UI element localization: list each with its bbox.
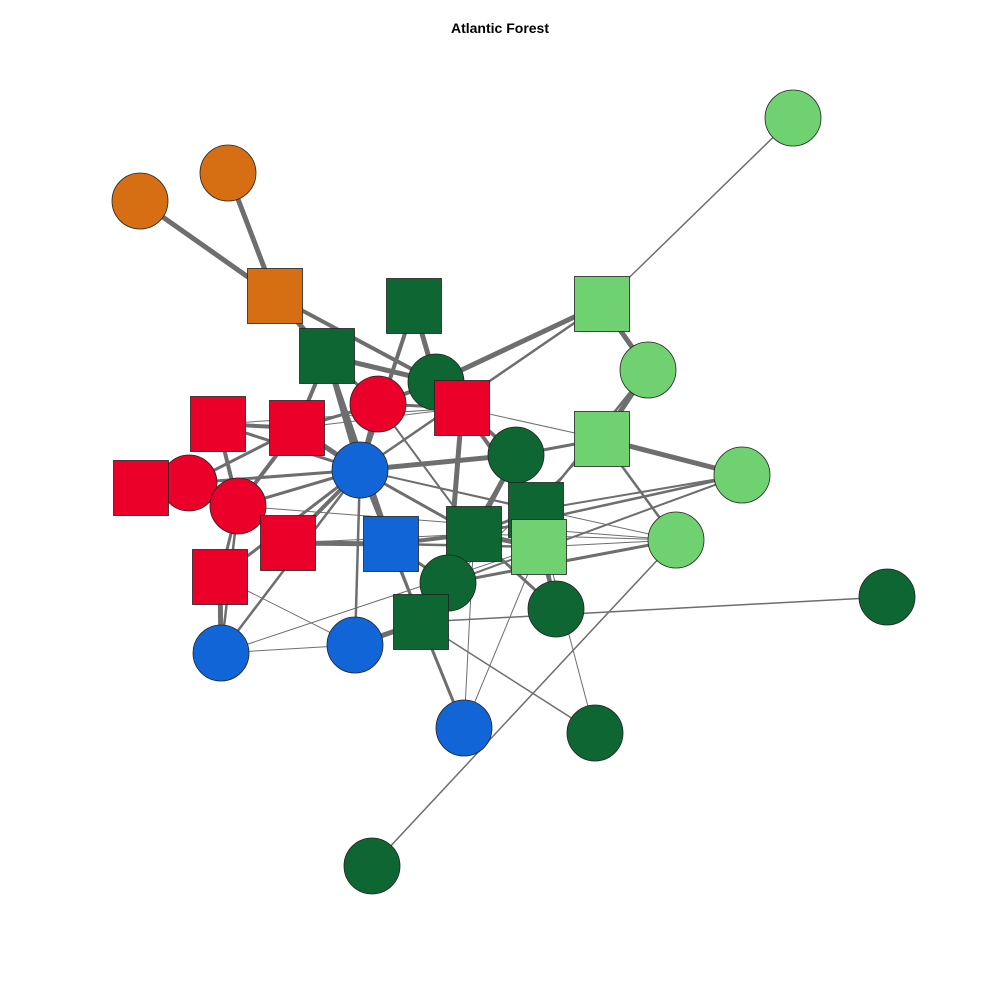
node-o2 xyxy=(199,144,257,202)
edge-dg_sq5-dg6 xyxy=(420,621,596,734)
node-dg_sq5 xyxy=(393,594,449,650)
node-dg_sq1 xyxy=(386,278,442,334)
node-lg_sq2 xyxy=(574,411,630,467)
node-r1 xyxy=(349,375,407,433)
edge-b2-lg_sq3 xyxy=(220,546,540,654)
node-lg_sq1 xyxy=(574,276,630,332)
node-r2 xyxy=(160,454,218,512)
chart-title: Atlantic Forest xyxy=(450,20,549,36)
node-dg7 xyxy=(343,837,401,895)
node-bsq xyxy=(363,516,419,572)
node-rsq1 xyxy=(190,396,246,452)
node-b1 xyxy=(331,441,389,499)
node-dg5 xyxy=(858,568,916,626)
node-lg1 xyxy=(764,89,822,147)
node-rsq3 xyxy=(434,380,490,436)
node-b2 xyxy=(192,624,250,682)
node-r3 xyxy=(209,477,267,535)
node-osq xyxy=(247,268,303,324)
edge-dg_sq4-b4 xyxy=(463,533,475,729)
edge-lg4-dg7 xyxy=(371,539,677,867)
node-lg4 xyxy=(647,511,705,569)
node-lg3 xyxy=(713,446,771,504)
node-lg_sq3 xyxy=(511,519,567,575)
node-dg4 xyxy=(527,580,585,638)
node-rsq4 xyxy=(113,460,169,516)
node-b3 xyxy=(326,616,384,674)
edge-dg3-lg3 xyxy=(447,474,743,584)
node-o1 xyxy=(111,172,169,230)
edge-dg_sq5-dg5 xyxy=(420,596,888,623)
edge-lg3-dg_sq3 xyxy=(535,474,743,511)
node-layer xyxy=(111,89,916,895)
node-b4 xyxy=(435,699,493,757)
node-rsq2 xyxy=(269,400,325,456)
node-rsq5 xyxy=(260,515,316,571)
node-dg6 xyxy=(566,704,624,762)
edge-b4-lg_sq3 xyxy=(463,546,540,729)
node-dg2 xyxy=(487,426,545,484)
edge-b1-b3 xyxy=(353,469,362,646)
node-dg_sq4 xyxy=(446,506,502,562)
node-lg2 xyxy=(619,341,677,399)
edge-lg1-lg_sq1 xyxy=(601,117,794,305)
node-rsq6 xyxy=(192,549,248,605)
node-dg_sq2 xyxy=(299,328,355,384)
edge-r2-b1 xyxy=(188,468,361,485)
